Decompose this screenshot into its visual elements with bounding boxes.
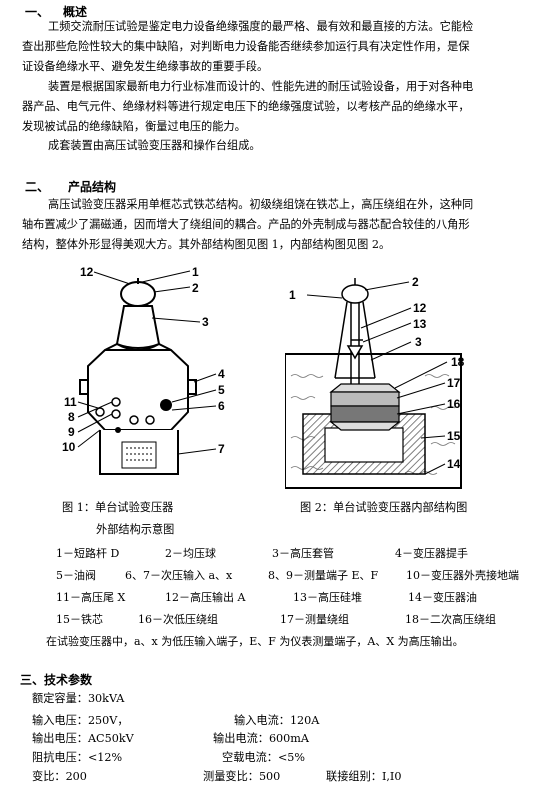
legend-item: 6、7－次压输入 a、x	[125, 569, 233, 582]
fig1-label-5: 5	[218, 383, 225, 397]
section2-para-line1: 高压试验变压器采用单框芯式铁芯结构。初级绕组饶在铁芯上，高压绕组在外，这种同	[48, 198, 474, 211]
legend-item: 1－短路杆 D	[56, 547, 120, 560]
figure1-caption-line1: 图 1：单台试验变压器	[62, 501, 174, 514]
legend-item: 15－铁芯	[56, 613, 103, 626]
fig2-label-14: 14	[447, 457, 461, 471]
figure2-caption: 图 2：单台试验变压器内部结构图	[300, 501, 468, 514]
fig2-label-1: 1	[289, 288, 296, 302]
section1-title: 概述	[63, 5, 88, 19]
fig1-label-2: 2	[192, 281, 199, 295]
fig2-label-18: 18	[451, 355, 465, 369]
legend-item: 10－变压器外壳接地端	[406, 569, 519, 582]
legend-item: 11－高压尾 X	[56, 591, 126, 604]
fig1-label-6: 6	[218, 399, 225, 413]
spec-value: 额定容量：30kVA	[32, 692, 125, 705]
legend-item: 14－变压器油	[408, 591, 477, 604]
section3-title: 三、技术参数	[20, 673, 93, 687]
legend-item: 12－高压输出 A	[165, 591, 246, 604]
section2-title: 产品结构	[68, 180, 117, 194]
legend-item: 13－高压硅堆	[293, 591, 362, 604]
fig1-label-12: 12	[80, 265, 94, 279]
spec-value: 联接组别：I,I0	[326, 770, 402, 783]
spec-value: 输出电压：AC50kV	[32, 732, 134, 745]
spec-value: 阻抗电压：<12%	[32, 751, 123, 764]
spec-value: 输入电压：250V，	[32, 714, 129, 727]
fig1-label-8: 8	[68, 410, 75, 424]
fig1-label-3: 3	[202, 315, 209, 329]
section1-para1-line1: 工频交流耐压试验是鉴定电力设备绝缘强度的最严格、最有效和最直接的方法。它能检	[48, 20, 474, 33]
spec-value: 测量变比：500	[203, 770, 281, 783]
fig1-label-10: 10	[62, 440, 76, 454]
fig2-label-16: 16	[447, 397, 461, 411]
section2-number: 二、	[25, 180, 50, 194]
figure2-internal-structure: 1 2 12 13 3 18 17 16 15 14	[285, 275, 465, 489]
legend-note: 在试验变压器中，a、x 为低压输入端子，E、F 为仪表测量端子，A、X 为高压输…	[46, 635, 464, 648]
section1-number: 一、	[25, 5, 50, 19]
legend-item: 5－油阀	[56, 569, 96, 582]
fig1-label-1: 1	[192, 265, 199, 279]
fig2-label-13: 13	[413, 317, 427, 331]
figure1-caption-line2: 外部结构示意图	[96, 523, 175, 536]
section1-para1-line3: 证设备绝缘水平、避免发生绝缘事故的重要手段。	[22, 60, 269, 73]
legend-item: 17－测量绕组	[280, 613, 349, 626]
fig1-label-7: 7	[218, 442, 225, 456]
spec-value: 输入电流：120A	[234, 714, 320, 727]
fig2-label-15: 15	[447, 429, 461, 443]
fig1-label-9: 9	[68, 425, 75, 439]
spec-value: 空载电流：<5%	[222, 751, 306, 764]
fig1-label-11: 11	[64, 395, 77, 409]
section2-para-line2: 轴布置减少了漏磁通，因而增大了绕组间的耦合。产品的外壳制成与器芯配合较佳的八角形	[22, 218, 470, 231]
legend-item: 16－次低压绕组	[138, 613, 218, 626]
figure1-external-structure: 12 1 2 3 4 5 6 11 8 9 10 7	[62, 265, 225, 475]
fig1-label-4: 4	[218, 367, 225, 381]
fig2-label-3: 3	[415, 335, 422, 349]
section1-para1-line2: 查出那些危险性较大的集中缺陷，对判断电力设备能否继续参加运行具有决定性作用，是保	[22, 40, 470, 53]
legend-item: 8、9－测量端子 E、F	[268, 569, 379, 582]
fig2-label-12: 12	[413, 301, 427, 315]
legend-item: 2－均压球	[165, 547, 216, 560]
fig2-label-17: 17	[447, 376, 461, 390]
legend-item: 3－高压套管	[272, 547, 334, 560]
legend-item: 4－变压器提手	[395, 547, 468, 560]
section1-para2-line1: 装置是根据国家最新电力行业标准而设计的、性能先进的耐压试验设备，用于对各种电	[48, 80, 474, 93]
legend-item: 18－二次高压绕组	[405, 613, 496, 626]
spec-value: 输出电流：600mA	[213, 732, 309, 745]
fig2-label-2: 2	[412, 275, 419, 289]
section1-para2-line3: 发现被试品的绝缘缺陷，衡量过电压的能力。	[22, 120, 246, 133]
section1-para3-line1: 成套装置由高压试验变压器和操作台组成。	[48, 139, 261, 152]
section1-para2-line2: 器产品、电气元件、绝缘材料等进行规定电压下的绝缘强度试验，以考核产品的绝缘水平，	[22, 100, 470, 113]
spec-value: 变比：200	[32, 770, 87, 783]
section2-para-line3: 结构，整体外形显得美观大方。其外部结构图见图 1，内部结构图见图 2。	[22, 238, 391, 251]
